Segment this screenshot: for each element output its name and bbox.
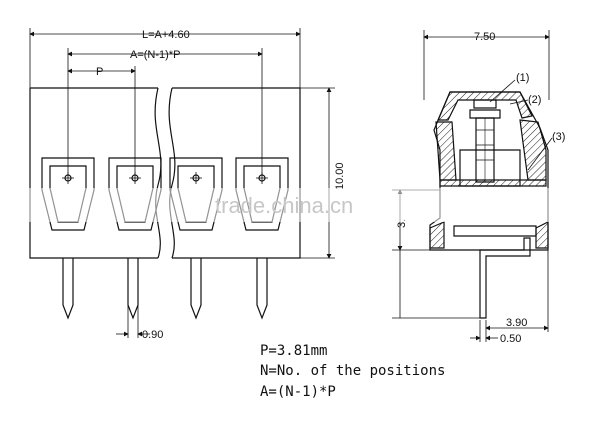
dim-offset-label: 3. xyxy=(396,219,408,228)
dim-pin-offset-label: 3.90 xyxy=(506,317,527,329)
dim-pin-span-label: A=(N-1)*P xyxy=(130,49,180,61)
callout-1-label: (1) xyxy=(516,72,529,84)
note-formula: A=(N-1)*P xyxy=(260,384,336,400)
callout-3-label: (3) xyxy=(552,131,565,143)
front-view xyxy=(29,28,335,338)
dim-depth-label: 7.50 xyxy=(474,31,495,43)
watermark-band xyxy=(0,188,600,222)
front-pins xyxy=(62,258,268,320)
dim-pitch-label: P xyxy=(96,66,103,78)
watermark-text: trade.china.cn xyxy=(215,193,353,218)
dim-height-label: 10.00 xyxy=(334,162,346,190)
note-positions: N=No. of the positions xyxy=(260,363,445,379)
dim-total-width-label: L=A+4.60 xyxy=(142,29,190,41)
callout-2-label: (2) xyxy=(528,94,541,106)
dim-pin-thickness-label: 0.50 xyxy=(500,333,521,345)
dim-pin-width-label: 0.90 xyxy=(142,329,163,341)
note-pitch: P=3.81mm xyxy=(260,343,327,359)
side-view xyxy=(392,30,553,342)
